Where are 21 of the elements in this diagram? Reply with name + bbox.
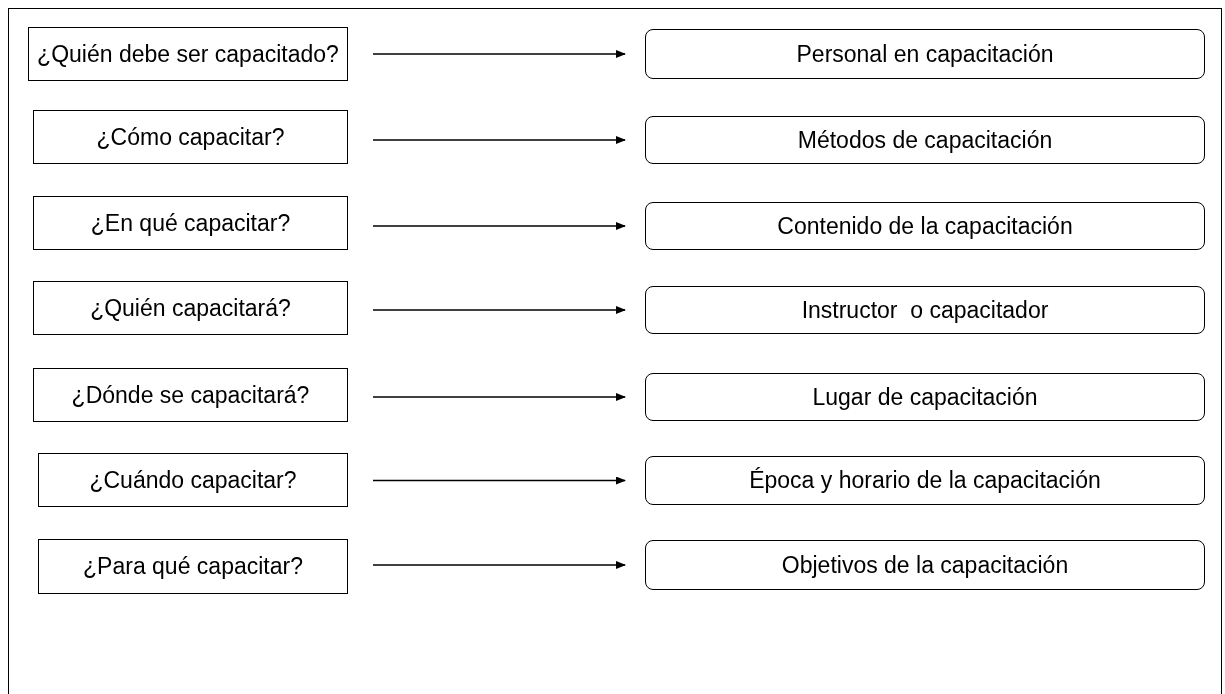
question-box: ¿Cuándo capacitar?: [38, 453, 348, 507]
answer-box: Lugar de capacitación: [645, 373, 1205, 421]
answer-box: Personal en capacitación: [645, 29, 1205, 79]
question-box: ¿Dónde se capacitará?: [33, 368, 348, 422]
arrow: [372, 476, 626, 485]
question-box: ¿Quién debe ser capacitado?: [28, 27, 348, 81]
question-box: ¿Quién capacitará?: [33, 281, 348, 335]
answer-box: Contenido de la capacitación: [645, 202, 1205, 250]
arrow: [372, 306, 626, 314]
answer-box: Época y horario de la capacitación: [645, 456, 1205, 505]
question-box: ¿En qué capacitar?: [33, 196, 348, 250]
answer-box: Objetivos de la capacitación: [645, 540, 1205, 590]
answer-box: Métodos de capacitación: [645, 116, 1205, 164]
question-box: ¿Cómo capacitar?: [33, 110, 348, 164]
question-box: ¿Para qué capacitar?: [38, 539, 348, 594]
arrow: [372, 561, 626, 569]
arrow: [372, 136, 626, 144]
answer-box: Instructor o capacitador: [645, 286, 1205, 334]
arrow: [372, 222, 626, 230]
arrow: [372, 393, 626, 401]
arrow: [372, 50, 626, 58]
